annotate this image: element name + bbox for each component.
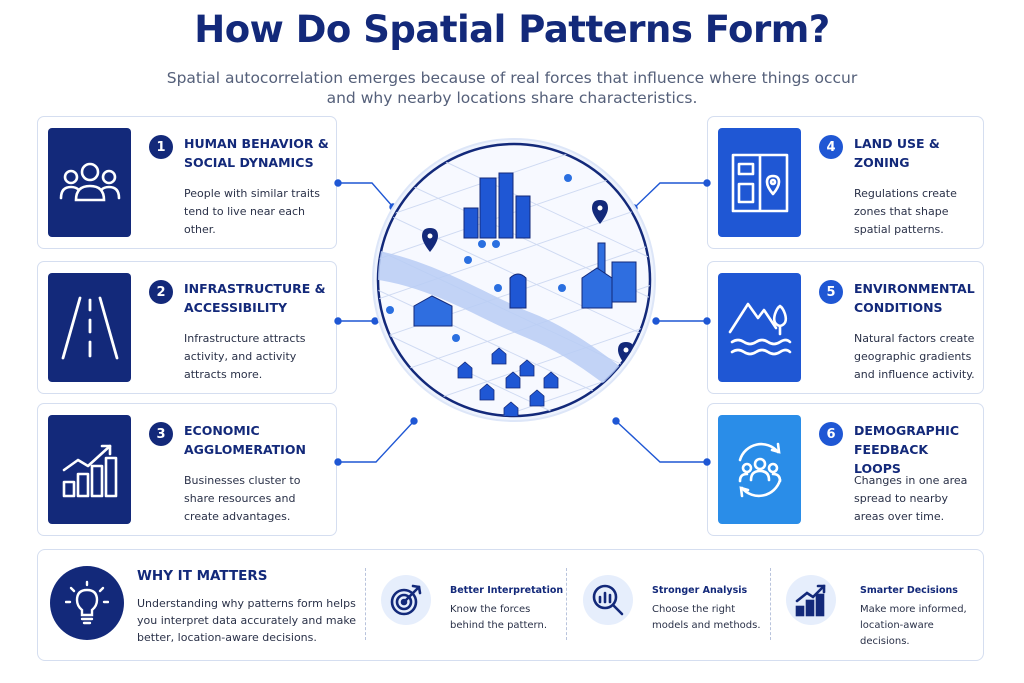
- card-title: ENVIRONMENTAL CONDITIONS: [854, 281, 975, 315]
- card-title: DEMOGRAPHIC FEEDBACK LOOPS: [854, 423, 959, 476]
- mountain-tree-water-icon: [718, 273, 801, 382]
- card-number: 6: [819, 422, 843, 446]
- card-description: Natural factors create geographic gradie…: [854, 332, 975, 381]
- benefit-title: Smarter Decisions: [860, 585, 958, 596]
- divider: [566, 568, 567, 640]
- card-description: Changes in one area spread to nearby are…: [854, 474, 968, 523]
- card-economic: 3 ECONOMIC AGGLOMERATION Businesses clus…: [37, 403, 337, 536]
- card-number: 5: [819, 280, 843, 304]
- card-human-behavior: 1 HUMAN BEHAVIOR & SOCIAL DYNAMICS Peopl…: [37, 116, 337, 249]
- lightbulb-icon: [50, 566, 124, 640]
- people-cycle-icon: [718, 415, 801, 524]
- growth-chart-icon: [786, 575, 836, 625]
- card-description: Infrastructure attracts activity, and ac…: [184, 332, 306, 381]
- why-it-matters-description: Understanding why patterns form helps yo…: [137, 597, 357, 644]
- people-icon: [48, 128, 131, 237]
- page-subtitle: Spatial autocorrelation emerges because …: [166, 69, 858, 107]
- card-number: 1: [149, 135, 173, 159]
- benefit-description: Make more informed, location-aware decis…: [860, 604, 967, 647]
- benefit-description: Choose the right models and methods.: [652, 604, 761, 631]
- card-description: Businesses cluster to share resources an…: [184, 474, 301, 523]
- city-map-illustration: [372, 138, 656, 422]
- benefit-description: Know the forces behind the pattern.: [450, 604, 547, 631]
- card-demographic: 6 DEMOGRAPHIC FEEDBACK LOOPS Changes in …: [707, 403, 984, 536]
- divider: [770, 568, 771, 640]
- card-description: Regulations create zones that shape spat…: [854, 187, 957, 236]
- divider: [365, 568, 366, 640]
- card-infrastructure: 2 INFRASTRUCTURE & ACCESSIBILITY Infrast…: [37, 261, 337, 394]
- card-description: People with similar traits tend to live …: [184, 187, 320, 236]
- card-number: 3: [149, 422, 173, 446]
- road-icon: [48, 273, 131, 382]
- card-title: LAND USE & ZONING: [854, 136, 940, 170]
- why-it-matters-panel: WHY IT MATTERS Understanding why pattern…: [37, 549, 984, 661]
- card-title: INFRASTRUCTURE & ACCESSIBILITY: [184, 281, 326, 315]
- benefit-title: Stronger Analysis: [652, 585, 748, 596]
- benefit-title: Better Interpretation: [450, 585, 564, 596]
- card-environmental: 5 ENVIRONMENTAL CONDITIONS Natural facto…: [707, 261, 984, 394]
- why-it-matters-title: WHY IT MATTERS: [137, 568, 268, 584]
- bar-chart-growth-icon: [48, 415, 131, 524]
- card-title: HUMAN BEHAVIOR & SOCIAL DYNAMICS: [184, 136, 329, 170]
- card-number: 2: [149, 280, 173, 304]
- page-title: How Do Spatial Patterns Form?: [194, 8, 830, 51]
- magnifier-chart-icon: [583, 575, 633, 625]
- card-land-use: 4 LAND USE & ZONING Regulations create z…: [707, 116, 984, 249]
- card-title: ECONOMIC AGGLOMERATION: [184, 423, 306, 457]
- card-number: 4: [819, 135, 843, 159]
- zoning-map-icon: [718, 128, 801, 237]
- target-icon: [381, 575, 431, 625]
